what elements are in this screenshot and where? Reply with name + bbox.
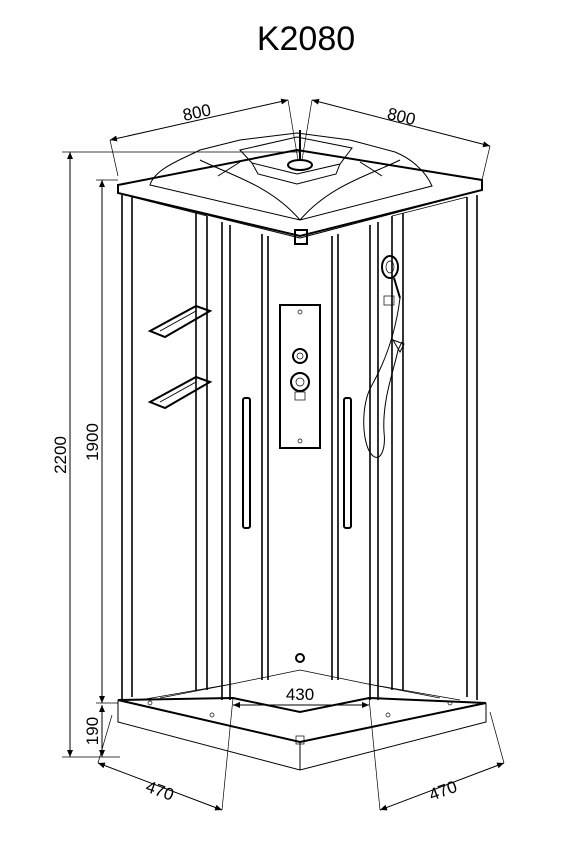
bottom-dimensions: 470 470 <box>97 697 505 811</box>
front-gap-dimension: 430 <box>233 685 369 708</box>
right-door <box>331 222 379 700</box>
hand-shower <box>363 255 405 458</box>
dim-top-right: 800 <box>385 104 417 129</box>
dim-line-bottom-left <box>97 762 223 811</box>
drain-icon <box>295 653 305 663</box>
shelf-upper <box>147 300 213 339</box>
hand-shower-head-icon <box>381 255 399 279</box>
right-door-handle <box>343 397 352 529</box>
dim-line-top-left <box>109 98 289 142</box>
shelf-lower <box>147 371 213 410</box>
dim-top-left: 800 <box>181 100 213 124</box>
model-title: K2080 <box>257 20 355 58</box>
dim-bottom-left: 470 <box>143 777 176 805</box>
mixer-knob-icon <box>290 372 310 392</box>
dim-door-height: 1900 <box>83 423 102 461</box>
right-panel <box>391 195 478 700</box>
rain-shower-icon <box>287 159 313 171</box>
back-column <box>267 236 333 680</box>
dim-line-top-right <box>311 98 491 148</box>
dim-total-height: 2200 <box>51 436 70 474</box>
control-knob-top-icon <box>292 348 308 364</box>
left-dimensions: 2200 1900 190 <box>51 151 300 758</box>
left-door <box>221 222 269 700</box>
control-panel <box>279 304 321 449</box>
dim-base-height: 190 <box>83 717 102 745</box>
dim-line-bottom-right <box>379 762 505 811</box>
roof <box>117 130 483 245</box>
dim-front-gap: 430 <box>286 685 314 704</box>
shower-tray <box>117 669 487 771</box>
left-door-handle <box>242 397 251 529</box>
left-panel <box>121 195 208 700</box>
